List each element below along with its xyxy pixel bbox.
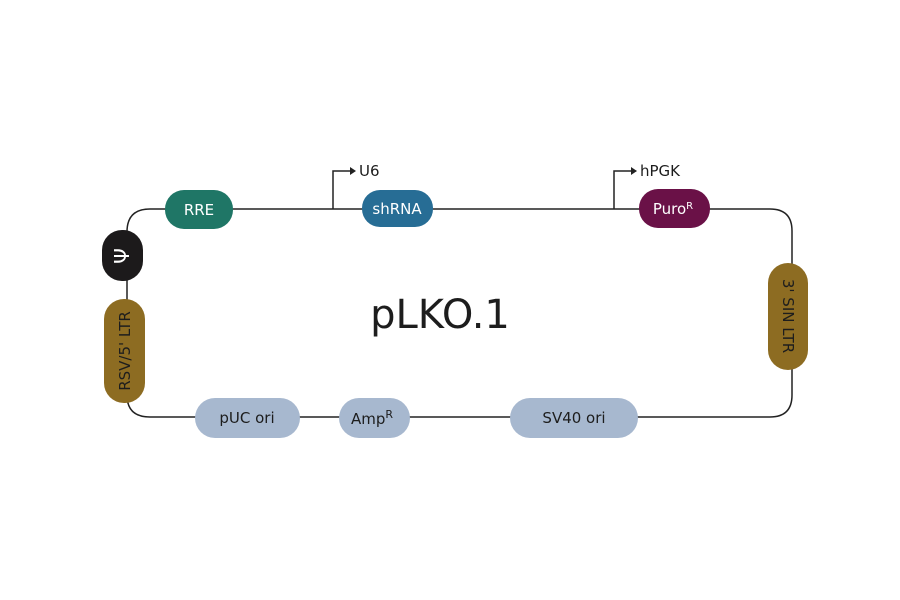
rsv-5-ltr-feature: RSV/5' LTR bbox=[104, 299, 145, 403]
puro-label: Puro bbox=[653, 200, 686, 218]
hpgk-promoter-label: hPGK bbox=[640, 162, 681, 180]
psi-packaging-feature: Ψ bbox=[102, 230, 143, 281]
rsv-5-ltr-label: RSV/5' LTR bbox=[116, 311, 134, 391]
rre-label: RRE bbox=[184, 201, 214, 219]
sv40-ori-feature: SV40 ori bbox=[510, 398, 638, 438]
3-sin-ltr-label: 3' SIN LTR bbox=[779, 279, 797, 353]
amp-label: Amp bbox=[351, 410, 385, 428]
plasmid-backbone-line bbox=[126, 208, 793, 418]
hpgk-promoter-arrow bbox=[613, 167, 637, 209]
svg-text:AmpR: AmpR bbox=[351, 408, 393, 428]
puro-resistance-feature: PuroR bbox=[639, 189, 710, 228]
rre-feature: RRE bbox=[165, 190, 233, 229]
shrna-feature: shRNA bbox=[362, 190, 433, 227]
amp-resistance-feature: AmpR bbox=[339, 398, 410, 438]
u6-promoter-arrow bbox=[332, 167, 356, 209]
puro-superscript: R bbox=[686, 201, 693, 212]
svg-text:PuroR: PuroR bbox=[653, 200, 693, 218]
sv40-ori-label: SV40 ori bbox=[542, 409, 605, 427]
u6-promoter-label: U6 bbox=[359, 162, 380, 180]
3-sin-ltr-feature: 3' SIN LTR bbox=[768, 263, 808, 370]
puc-ori-feature: pUC ori bbox=[195, 398, 300, 438]
shrna-label: shRNA bbox=[372, 200, 422, 218]
plasmid-title: pLKO.1 bbox=[370, 292, 510, 338]
psi-icon: Ψ bbox=[110, 248, 134, 264]
puc-ori-label: pUC ori bbox=[219, 409, 274, 427]
amp-superscript: R bbox=[385, 408, 393, 421]
